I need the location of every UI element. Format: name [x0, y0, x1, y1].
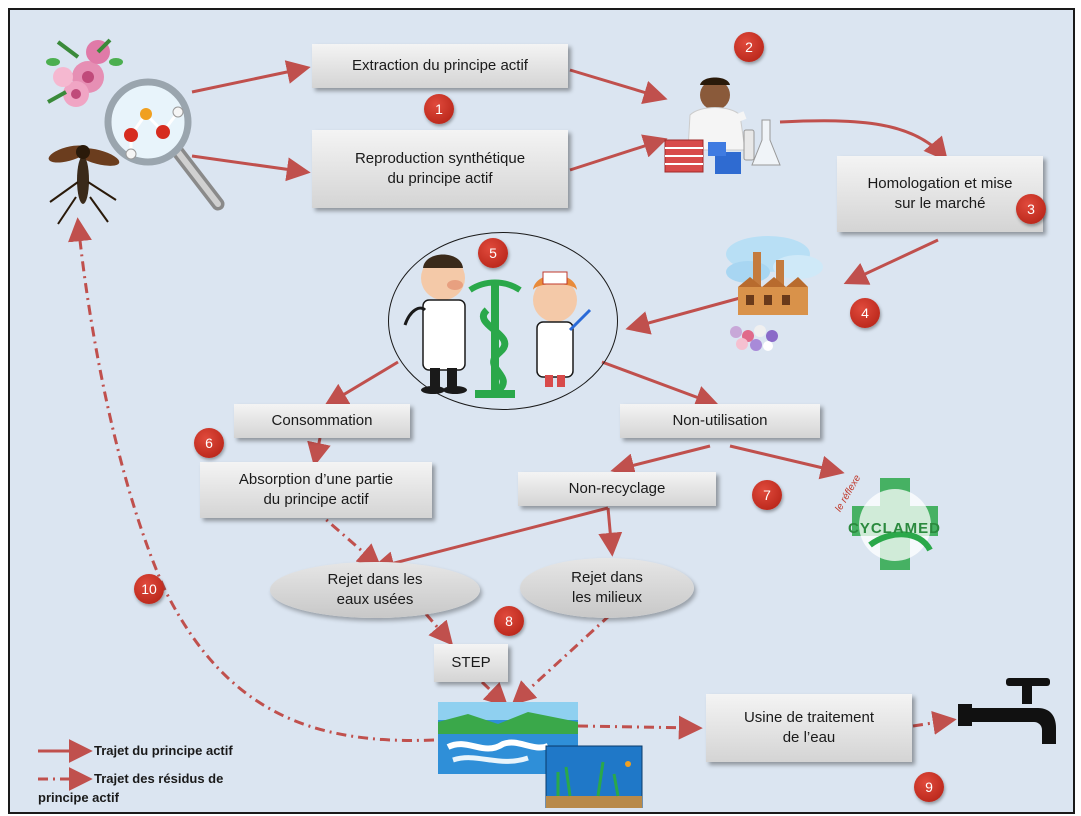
insect-icon [48, 145, 120, 225]
residue-step-landscape [480, 680, 509, 708]
badge-9: 9 [914, 772, 944, 802]
step-synthese: Reproduction synthétique du principe act… [312, 130, 568, 208]
step-rejet-eaux-label-2: eaux usées [336, 591, 414, 608]
residue-landscape-usine [577, 715, 703, 740]
step-consommation: Consommation [234, 404, 410, 438]
factory-icon [726, 236, 823, 351]
nurse-icon [533, 271, 592, 387]
step-rejet-milieux-label-1: Rejet dans [571, 569, 643, 586]
arrow-source-synthese [191, 154, 311, 182]
legend-dashed-label-2: principe actif [38, 790, 119, 805]
doctor-nurse-icon [403, 254, 592, 398]
badge-8: 8 [494, 606, 524, 636]
step-usine: Usine de traitement de l’eau [706, 694, 912, 762]
step-synthese-label-2: du principe actif [387, 170, 493, 187]
arrow-doctor-nonutilisation [601, 360, 720, 409]
residue-milieux-landscape [511, 613, 612, 706]
step-homologation-label-1: Homologation et mise [867, 175, 1013, 192]
legend-solid-label: Trajet du principe actif [94, 743, 233, 758]
cyclamed-logo-name: CYCLAMED [848, 520, 941, 537]
step-homologation-label-2: sur le marché [894, 195, 986, 212]
pills-icon [730, 325, 778, 351]
step-extraction: Extraction du principe actif [312, 44, 568, 88]
step-absorption-label-1: Absorption d’une partie [238, 471, 394, 488]
badge-6: 6 [194, 428, 224, 458]
step-consommation-label: Consommation [271, 412, 373, 429]
arrows-layer [38, 60, 957, 791]
diagram-frame: Extraction du principe actif Reproductio… [8, 8, 1075, 814]
residue-rejet-step [424, 613, 454, 646]
step-step-label: STEP [451, 654, 491, 671]
step-usine-label-2: de l’eau [782, 729, 836, 746]
step-rejet-eaux-label-1: Rejet dans les [327, 571, 423, 588]
residue-landscape-insect [68, 217, 435, 742]
badge-5: 5 [478, 238, 508, 268]
legend-dashed-label: Trajet des résidus de principe actif [38, 769, 224, 807]
flower-insect-icon [46, 38, 225, 225]
arrow-chemist-homologation [779, 119, 949, 162]
step-extraction-label: Extraction du principe actif [352, 57, 528, 74]
water-landscape-icon [438, 702, 643, 808]
step-non-recyclage: Non-recyclage [518, 472, 716, 506]
arrow-nonutilisation-cyclamed [729, 444, 845, 480]
step-rejet-eaux-usees: Rejet dans les eaux usées [270, 562, 480, 618]
residue-absorption-rejet [314, 508, 382, 569]
caduceus-icon [468, 279, 522, 398]
magnifier-molecule-icon [104, 78, 225, 211]
arrow-extraction-chemist [569, 68, 668, 104]
step-absorption-label-2: du principe actif [263, 491, 369, 508]
arrow-consommation-absorption [307, 437, 331, 467]
step-homologation: Homologation et mise sur le marché [837, 156, 1043, 232]
badge-7: 7 [752, 480, 782, 510]
step-non-utilisation: Non-utilisation [620, 404, 820, 438]
arrow-homologation-factory [843, 238, 939, 285]
badge-1: 1 [424, 94, 454, 124]
faucet-icon [958, 678, 1056, 744]
step-non-utilisation-label: Non-utilisation [672, 412, 768, 429]
arrow-synthese-chemist [569, 134, 668, 172]
legend-dashed-label-1: Trajet des résidus de [94, 771, 224, 786]
step-usine-label-1: Usine de traitement [743, 709, 875, 726]
step-rejet-milieux: Rejet dans les milieux [520, 558, 694, 618]
arrow-nonrecyclage-rejet-milieux [598, 507, 623, 557]
cyclamed-logo [852, 478, 938, 570]
arrow-source-extraction [191, 60, 311, 94]
doctor-nurse-circle [388, 232, 618, 410]
step-step: STEP [434, 644, 508, 682]
badge-4: 4 [850, 298, 880, 328]
badge-2: 2 [734, 32, 764, 62]
aquarium-icon [545, 745, 643, 808]
step-synthese-label-1: Reproduction synthétique [354, 150, 526, 167]
arrow-nonutilisation-nonrecyclage [610, 444, 711, 477]
step-absorption: Absorption d’une partie du principe acti… [200, 462, 432, 518]
badge-10: 10 [134, 574, 164, 604]
arrow-doctor-consommation [323, 360, 399, 407]
doctor-icon [403, 254, 467, 394]
arrow-factory-doctor [625, 296, 741, 335]
chemist-icon [664, 77, 781, 174]
residue-usine-faucet [912, 711, 957, 735]
arrow-nonrecyclage-rejet-eaux [370, 506, 609, 575]
step-non-recyclage-label: Non-recyclage [568, 480, 666, 497]
step-rejet-milieux-label-2: les milieux [571, 589, 643, 606]
badge-3: 3 [1016, 194, 1046, 224]
